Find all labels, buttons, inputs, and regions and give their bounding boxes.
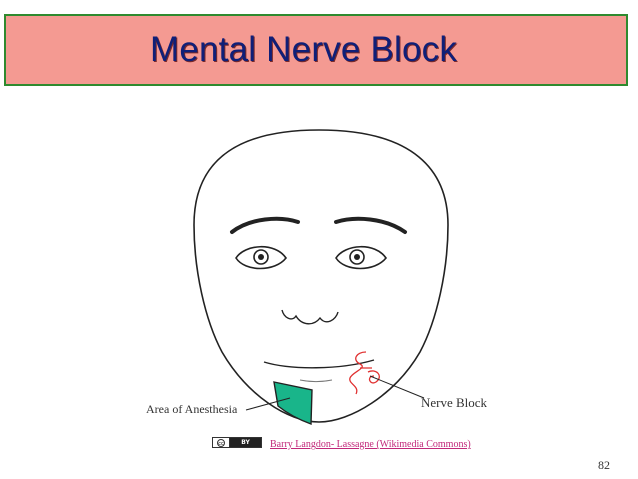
anesthesia-area	[273, 381, 313, 425]
annotation-scribble	[349, 351, 380, 395]
right-eye	[335, 246, 387, 270]
page-number: 82	[598, 458, 610, 472]
nose	[281, 309, 339, 325]
cc-icon: cc	[217, 438, 225, 447]
left-pupil-center	[258, 254, 264, 260]
left-eye	[235, 246, 287, 270]
label-area-of-anesthesia: Area of Anesthesia	[146, 402, 238, 416]
label-nerve-block: Nerve Block	[421, 395, 488, 410]
attribution-link[interactable]: Barry Langdon- Lassagne (Wikimedia Commo…	[270, 439, 471, 450]
cc-badge-text: BY	[230, 438, 261, 447]
title-bar	[4, 14, 628, 86]
right-eyebrow	[334, 216, 407, 234]
slide-title: Mental Nerve Block	[150, 30, 458, 69]
right-pupil	[349, 249, 365, 265]
mouth	[263, 359, 375, 369]
head-outline	[193, 129, 449, 423]
nerve-block-leader-line	[369, 375, 425, 399]
left-pupil	[253, 249, 269, 265]
anesthesia-leader-line	[245, 397, 291, 411]
right-pupil-center	[354, 254, 360, 260]
left-eyebrow	[230, 216, 300, 234]
cc-by-badge[interactable]: cc BY	[212, 437, 262, 448]
chin-crease	[299, 379, 333, 382]
